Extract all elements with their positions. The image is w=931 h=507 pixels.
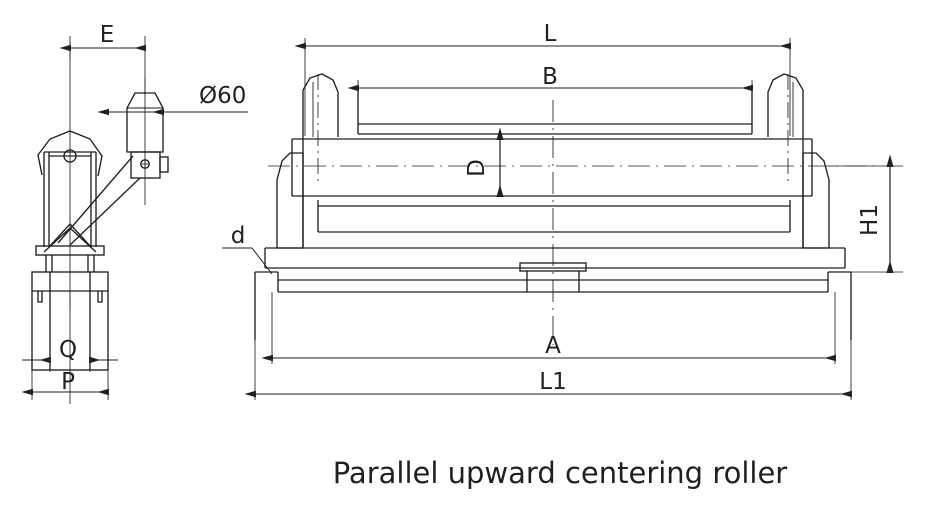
front-upper-cross-rail [357,90,753,135]
dimension-label-B: B [542,64,558,90]
dimension-label-A: A [545,333,561,359]
dimension-label-E: E [100,22,115,48]
dimension-label-L1: L1 [539,369,566,395]
front-left-end-roller [302,73,339,186]
dimension-P [21,360,109,400]
side-connector-webs [45,255,95,272]
dimension-B [347,80,753,128]
dimension-label-D: D [464,159,490,177]
dimension-E [59,36,146,95]
dimension-label-P: P [61,369,75,395]
front-base-beam [254,271,852,340]
dimension-d-leader [222,247,273,275]
front-right-end-roller [767,73,804,186]
front-center-pedestal [519,262,587,292]
front-left-side-bracket [276,137,304,249]
dimension-label-d: d [231,223,246,249]
side-upright-bracket [37,130,103,253]
side-top-flange-plate [35,245,105,256]
front-roller-barrel [291,138,813,197]
dimension-L1 [244,340,852,400]
dimension-L [294,38,791,136]
dimension-H1 [829,154,903,274]
front-lower-cross-rail [317,200,791,233]
drawing-title: Parallel upward centering roller [333,456,788,490]
dimension-label-L: L [544,21,557,47]
front-carrier-plate [264,247,846,269]
dimension-A [261,292,836,364]
side-roller-pivot-block [130,151,169,179]
front-right-side-bracket [802,137,830,249]
dimension-label-Q: Q [59,337,77,363]
dimension-label-H1: H1 [857,204,883,236]
side-elevation-view [21,36,248,404]
dimension-Q [22,330,118,372]
dimension-label-diameter-60: Ø60 [199,83,246,109]
front-elevation-view [222,38,903,400]
